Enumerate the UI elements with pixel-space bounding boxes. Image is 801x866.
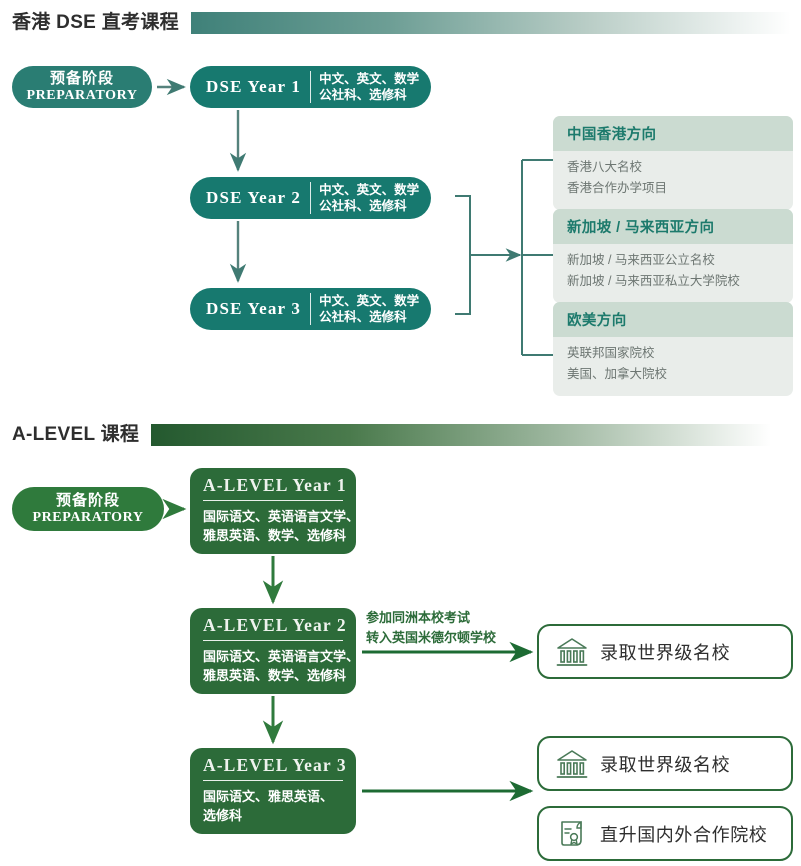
dse-year-3-subjects: 中文、英文、数学 公社科、选修科 (310, 293, 431, 325)
panel-europe-america-title: 欧美方向 (553, 302, 793, 337)
destination-panel-hong-kong: 中国香港方向 香港八大名校 香港合作办学项目 (553, 116, 793, 210)
bank-building-icon (556, 637, 588, 666)
alevel-year-1-subjects-line-2: 雅思英语、数学、选修科 (203, 528, 347, 543)
alevel-section-title: A-LEVEL 课程 (12, 424, 140, 445)
alevel-year-1-subjects: 国际语文、英语语言文学、 雅思英语、数学、选修科 (203, 501, 360, 545)
list-item: 美国、加拿大院校 (567, 367, 668, 381)
alevel-year-2-node: A-LEVEL Year 2 国际语文、英语语言文学、 雅思英语、数学、选修科 (190, 608, 360, 694)
diploma-certificate-icon (561, 820, 582, 846)
alevel-year-1-title: A-LEVEL Year 1 (203, 475, 346, 501)
alevel-year-3-subjects-line-2: 选修科 (203, 808, 243, 823)
transfer-annotation-line-2: 转入英国米德尔顿学校 (366, 630, 497, 645)
dse-year-2-subjects-line-2: 公社科、选修科 (319, 199, 407, 213)
dse-section-title: 香港 DSE 直考课程 (12, 12, 179, 33)
dse-section-header: 香港 DSE 直考课程 (12, 10, 791, 36)
alevel-year-1-subjects-line-1: 国际语文、英语语言文学、 (203, 509, 360, 524)
alevel-year-3-node: A-LEVEL Year 3 国际语文、雅思英语、 选修科 (190, 748, 356, 834)
dse-year-1-subjects: 中文、英文、数学 公社科、选修科 (310, 71, 431, 103)
outcome-label-1: 录取世界级名校 (600, 642, 731, 663)
outcome-label-2: 录取世界级名校 (600, 754, 731, 775)
list-item: 新加坡 / 马来西亚公立名校 (567, 253, 715, 267)
list-item: 新加坡 / 马来西亚私立大学院校 (567, 274, 740, 288)
list-item: 英联邦国家院校 (567, 346, 655, 360)
dse-year-1-subjects-line-2: 公社科、选修科 (319, 88, 407, 102)
alevel-year-1-node: A-LEVEL Year 1 国际语文、英语语言文学、 雅思英语、数学、选修科 (190, 468, 360, 554)
dse-year-1-title: DSE Year 1 (206, 77, 302, 96)
transfer-annotation-line-1: 参加同洲本校考试 (366, 610, 471, 625)
alevel-year-2-subjects-line-2: 雅思英语、数学、选修科 (203, 668, 347, 683)
dse-year-2-node: DSE Year 2 中文、英文、数学 公社科、选修科 (190, 177, 432, 219)
panel-europe-america-body: 英联邦国家院校 美国、加拿大院校 (553, 337, 793, 396)
alevel-year-2-subjects: 国际语文、英语语言文学、 雅思英语、数学、选修科 (203, 641, 360, 685)
panel-hong-kong-title: 中国香港方向 (553, 116, 793, 151)
transfer-annotation: 参加同洲本校考试 转入英国米德尔顿学校 (366, 608, 496, 648)
outcome-box-partner-institution: 直升国内外合作院校 (537, 806, 793, 861)
outcome-label-3: 直升国内外合作院校 (600, 824, 768, 845)
alevel-section-header: A-LEVEL 课程 (12, 422, 772, 448)
dse-header-gradient-bar (190, 12, 791, 34)
alevel-year-2-title: A-LEVEL Year 2 (203, 615, 346, 641)
dse-year-3-subjects-line-1: 中文、英文、数学 (319, 294, 420, 308)
dse-prep-en-label: PREPARATORY (26, 88, 138, 103)
alevel-year-3-title: A-LEVEL Year 3 (203, 755, 346, 781)
destination-panel-europe-america: 欧美方向 英联邦国家院校 美国、加拿大院校 (553, 302, 793, 396)
alevel-header-gradient-bar (151, 424, 772, 446)
dse-prep-cn-label: 预备阶段 (49, 70, 114, 87)
dse-year-3-subjects-line-2: 公社科、选修科 (319, 310, 407, 324)
dse-year-3-title: DSE Year 3 (206, 299, 302, 318)
dse-preparatory-node: 预备阶段 PREPARATORY (12, 66, 152, 108)
bank-building-icon (556, 749, 588, 778)
outcome-box-world-class-admission-1: 录取世界级名校 (537, 624, 793, 679)
alevel-year-3-subjects-line-1: 国际语文、雅思英语、 (203, 789, 334, 804)
alevel-year-2-subjects-line-1: 国际语文、英语语言文学、 (203, 649, 360, 664)
panel-singapore-malaysia-body: 新加坡 / 马来西亚公立名校 新加坡 / 马来西亚私立大学院校 (553, 244, 793, 303)
alevel-preparatory-node: 预备阶段 PREPARATORY (12, 487, 164, 531)
alevel-prep-cn-label: 预备阶段 (55, 492, 120, 509)
dse-year-1-subjects-line-1: 中文、英文、数学 (319, 72, 420, 86)
panel-singapore-malaysia-title: 新加坡 / 马来西亚方向 (553, 209, 793, 244)
destination-panel-singapore-malaysia: 新加坡 / 马来西亚方向 新加坡 / 马来西亚公立名校 新加坡 / 马来西亚私立… (553, 209, 793, 303)
alevel-prep-en-label: PREPARATORY (32, 510, 144, 525)
dse-year-3-node: DSE Year 3 中文、英文、数学 公社科、选修科 (190, 288, 432, 330)
outcome-box-world-class-admission-2: 录取世界级名校 (537, 736, 793, 791)
list-item: 香港八大名校 (567, 160, 643, 174)
dse-year-2-subjects-line-1: 中文、英文、数学 (319, 183, 420, 197)
dse-year-2-subjects: 中文、英文、数学 公社科、选修科 (310, 182, 431, 214)
panel-hong-kong-body: 香港八大名校 香港合作办学项目 (553, 151, 793, 210)
dse-year-2-title: DSE Year 2 (206, 188, 302, 207)
list-item: 香港合作办学项目 (567, 181, 668, 195)
dse-year-1-node: DSE Year 1 中文、英文、数学 公社科、选修科 (190, 66, 432, 108)
alevel-year-3-subjects: 国际语文、雅思英语、 选修科 (203, 781, 343, 825)
